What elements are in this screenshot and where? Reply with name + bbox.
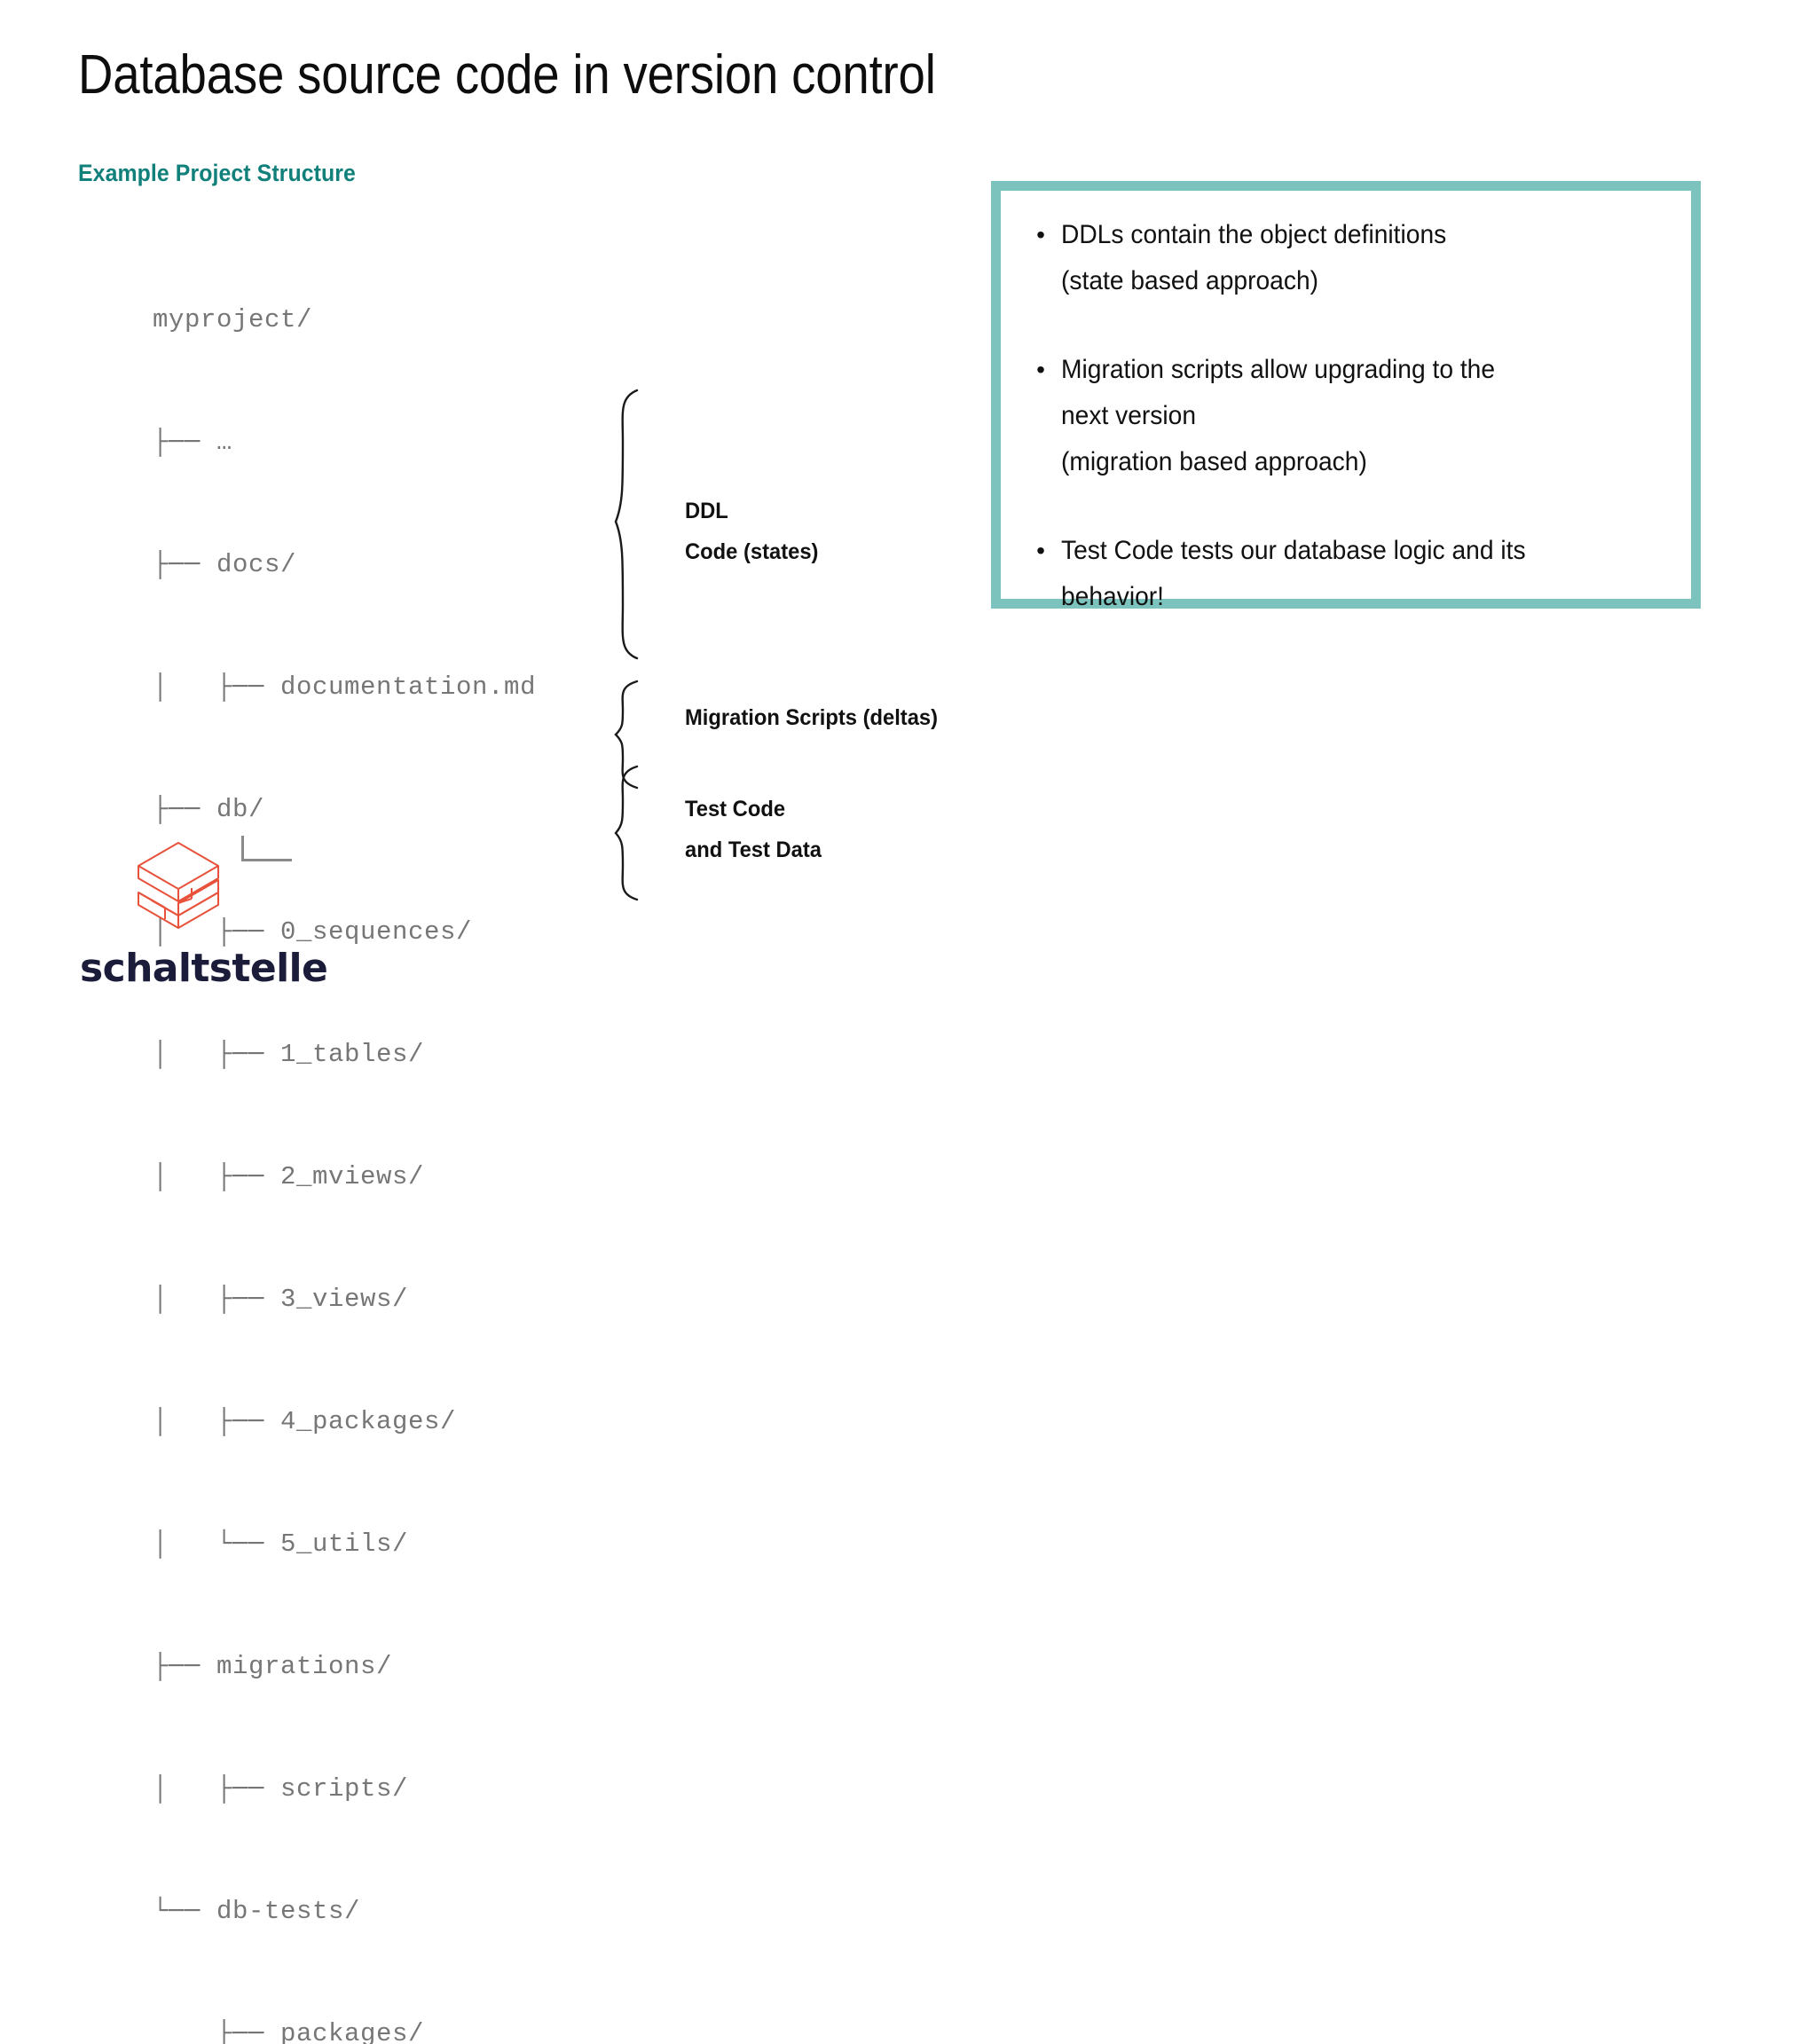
tree-row: ├── docs/	[153, 550, 297, 579]
brace-tests	[610, 765, 669, 901]
tree-row: │ ├── 2_mviews/	[153, 1162, 425, 1191]
annotation-tests-line1: Test Code	[685, 797, 786, 822]
callout-text: DDLs contain the object definitions (sta…	[1061, 220, 1447, 295]
project-tree: myproject/ ├── … ├── docs/ │ ├── documen…	[153, 218, 536, 2044]
tree-row: │ └── 5_utils/	[153, 1529, 409, 1559]
bullet-icon: •	[1036, 221, 1045, 248]
callout-text: Test Code tests our database logic and i…	[1061, 536, 1526, 611]
brace-ddl	[610, 389, 669, 660]
schaltstelle-logo-icon	[138, 842, 219, 929]
tree-row: │ ├── 0_sequences/	[153, 917, 473, 947]
tree-row: │ ├── 3_views/	[153, 1285, 409, 1314]
annotation-migrations-line1: Migration Scripts (deltas)	[685, 705, 939, 730]
bullet-icon: •	[1036, 356, 1045, 383]
tree-row: ├── db/	[153, 795, 265, 824]
brace-migrations	[610, 680, 669, 790]
tree-row: │ ├── scripts/	[153, 1774, 409, 1804]
list-item: • Migration scripts allow upgrading to t…	[1020, 347, 1671, 485]
section-subtitle: Example Project Structure	[78, 160, 356, 186]
corner-tick-decoration	[241, 836, 292, 861]
logo-wordmark: schaltstelle	[80, 946, 328, 991]
curly-brace-icon	[614, 680, 639, 790]
callout-box: • DDLs contain the object definitions (s…	[991, 181, 1701, 611]
tree-row: ├── packages/	[153, 2019, 425, 2044]
annotation-tests-line2: and Test Data	[685, 837, 822, 862]
callout-list: • DDLs contain the object definitions (s…	[1001, 191, 1691, 620]
list-item: • DDLs contain the object definitions (s…	[1020, 212, 1671, 304]
curly-brace-icon	[614, 389, 639, 660]
logo: schaltstelle	[80, 837, 328, 991]
list-item: • Test Code tests our database logic and…	[1020, 528, 1671, 620]
tree-row: myproject/	[153, 305, 313, 334]
tree-row: │ ├── documentation.md	[153, 672, 537, 702]
callout-text: Migration scripts allow upgrading to the…	[1061, 355, 1496, 476]
curly-brace-icon	[614, 765, 639, 901]
tree-row: └── db-tests/	[153, 1897, 361, 1926]
tree-row: │ ├── 4_packages/	[153, 1407, 457, 1436]
bullet-icon: •	[1036, 537, 1045, 564]
page-title: Database source code in version control	[78, 44, 936, 106]
annotation-ddl-line2: Code (states)	[685, 539, 819, 564]
tree-row: ├── migrations/	[153, 1652, 393, 1681]
tree-row: │ ├── 1_tables/	[153, 1040, 425, 1069]
tree-row: ├── …	[153, 428, 233, 457]
annotation-ddl-line1: DDL	[685, 499, 728, 523]
